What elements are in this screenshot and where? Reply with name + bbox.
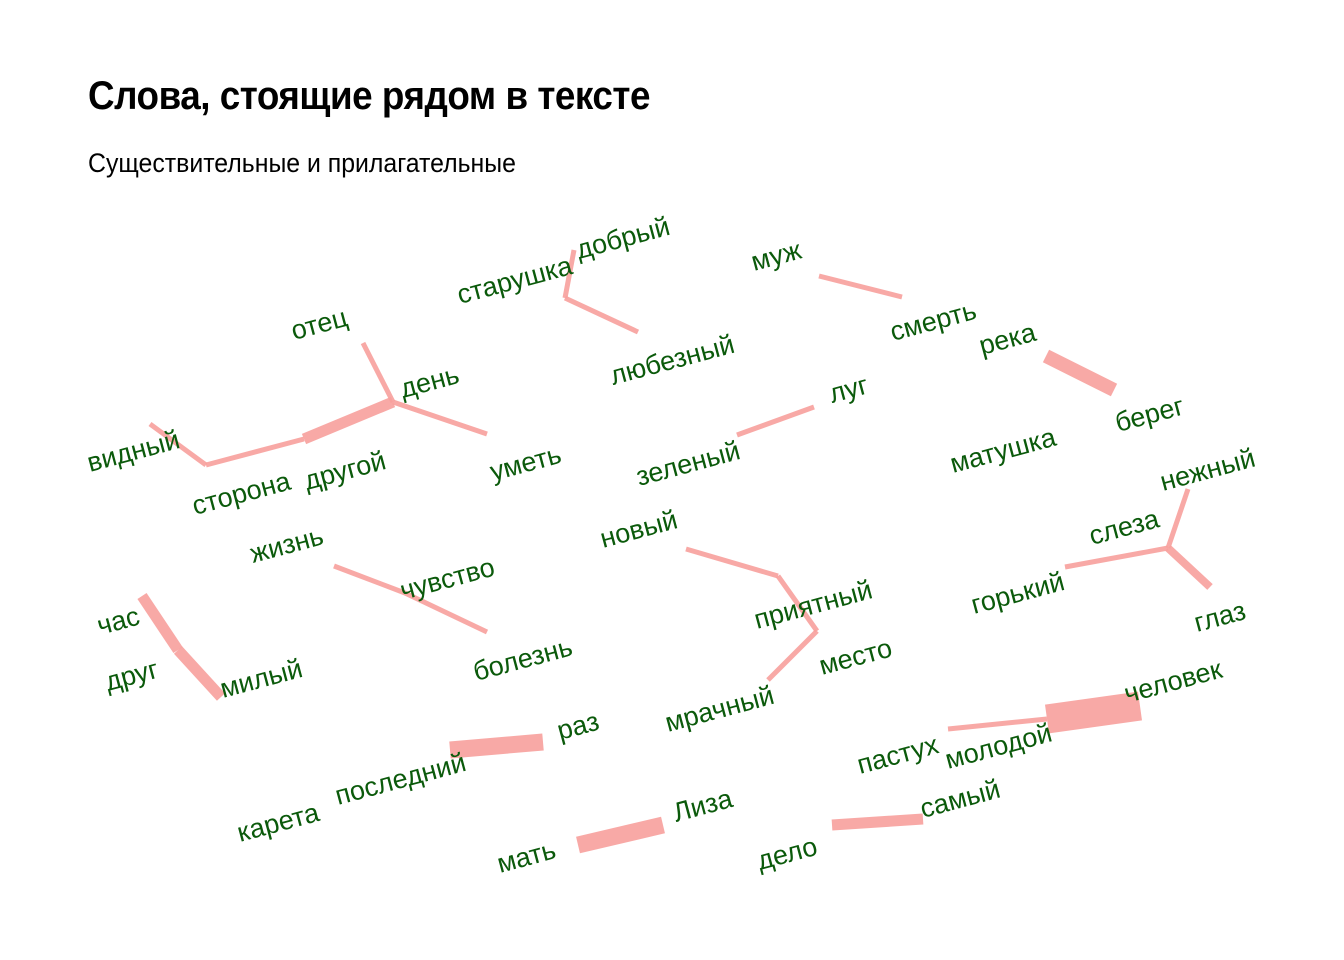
node-label-новый: новый <box>597 504 681 553</box>
node-label-луг: луг <box>826 370 872 409</box>
edge-час-друг <box>137 592 183 654</box>
edge-отец-день <box>360 341 396 404</box>
node-label-день: день <box>397 359 462 403</box>
edge-чувство-болезнь <box>403 590 489 635</box>
node-label-самый: самый <box>917 774 1004 824</box>
node-label-река: река <box>976 317 1040 361</box>
node-label-мрачный: мрачный <box>662 680 777 738</box>
chart-subtitle: Существительные и прилагательные <box>88 148 516 178</box>
edge-день-уметь <box>392 399 488 437</box>
edge-молодой-человек <box>1044 691 1143 734</box>
edge-место-мрачный <box>766 629 819 682</box>
node-label-матушка: матушка <box>947 422 1060 479</box>
node-label-друг: друг <box>102 654 162 697</box>
edge-день-другой <box>301 396 396 445</box>
node-label-час: час <box>94 601 143 641</box>
node-label-видный: видный <box>84 424 183 477</box>
node-label-мать: мать <box>494 834 559 878</box>
node-label-раз: раз <box>554 706 602 746</box>
chart-title: Слова, стоящие рядом в тексте <box>88 74 650 118</box>
node-label-муж: муж <box>748 235 805 277</box>
node-label-нежный: нежный <box>1157 443 1259 497</box>
node-label-милый: милый <box>217 653 306 704</box>
node-label-лиза: Лиза <box>670 783 737 828</box>
node-label-пастух: пастух <box>854 729 942 780</box>
node-label-карета: карета <box>234 797 324 848</box>
edge-зеленый-луг <box>736 404 815 438</box>
edge-муж-смерть <box>818 273 903 300</box>
edge-последний-раз <box>449 733 544 759</box>
edge-самый-дело <box>831 813 924 831</box>
node-label-сторона: сторона <box>189 466 295 521</box>
node-label-последний: последний <box>332 747 469 811</box>
edge-река-берег <box>1042 349 1118 397</box>
edge-новый-приятный <box>685 546 779 579</box>
node-label-жизнь: жизнь <box>247 521 327 569</box>
node-label-зеленый: зеленый <box>633 435 744 492</box>
node-label-человек: человек <box>1121 654 1226 709</box>
node-label-дело: дело <box>754 831 821 876</box>
edge-лиза-мать <box>576 816 665 854</box>
edge-друг-милый <box>173 646 226 701</box>
node-label-глаз: глаз <box>1191 595 1249 637</box>
edge-другой-сторона <box>205 436 305 468</box>
edge-молодой-пастух <box>947 716 1048 732</box>
edge-старушка-добрый <box>562 249 577 299</box>
node-label-отец: отец <box>288 302 351 346</box>
node-label-любезный: любезный <box>607 329 738 391</box>
node-label-болезнь: болезнь <box>470 632 576 687</box>
edges-layer <box>137 249 1213 854</box>
edge-слеза-глаз <box>1165 545 1213 590</box>
edge-приятный-место <box>775 574 820 633</box>
edge-жизнь-чувство <box>333 563 406 596</box>
edge-нежный-слеза <box>1165 488 1191 549</box>
node-label-добрый: добрый <box>573 211 673 265</box>
node-label-другой: другой <box>301 445 389 496</box>
node-label-слеза: слеза <box>1086 503 1163 551</box>
node-label-берег: берег <box>1112 391 1188 438</box>
node-label-горький: горький <box>968 566 1068 620</box>
edge-сторона-видный <box>148 421 208 468</box>
node-label-чувство: чувство <box>397 552 498 606</box>
edge-слеза-горький <box>1064 545 1169 570</box>
node-label-место: место <box>816 633 895 681</box>
edge-старушка-любезный <box>563 295 640 335</box>
node-label-смерть: смерть <box>887 295 980 347</box>
node-label-старушка: старушка <box>454 250 577 310</box>
node-label-уметь: уметь <box>487 439 565 487</box>
